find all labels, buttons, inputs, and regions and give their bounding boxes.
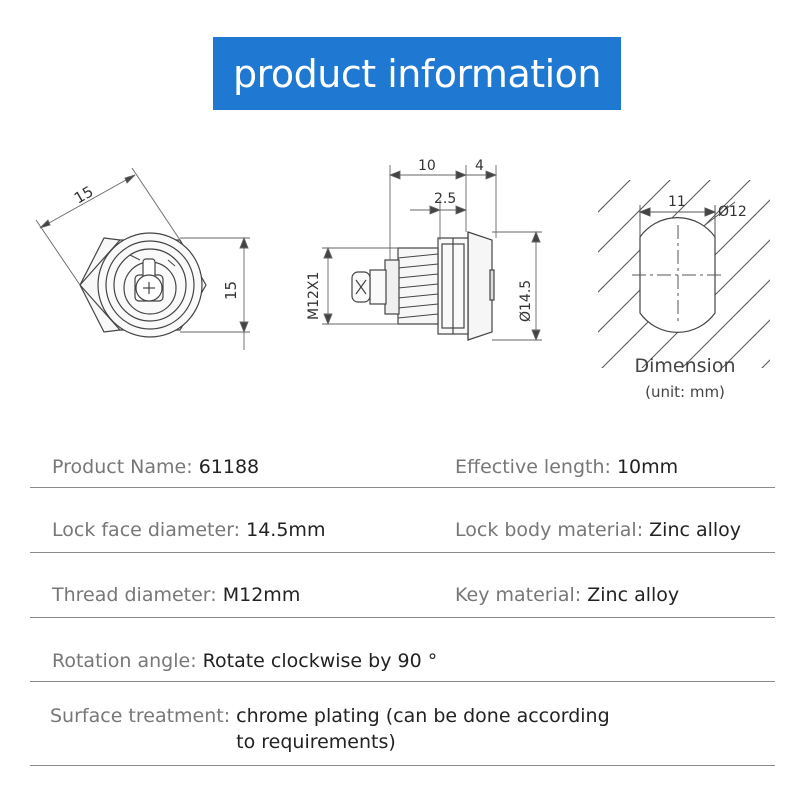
spec-label: Surface treatment: xyxy=(50,705,231,727)
spec-rotation-angle: Rotation angle: Rotate clockwise by 90 ° xyxy=(52,650,437,672)
cutout-diameter-label: Ø12 xyxy=(718,204,747,220)
front-dim-top: 15 xyxy=(71,182,97,207)
spec-lock-face-diameter: Lock face diameter: 14.5mm xyxy=(52,519,325,541)
spec-row-4: Rotation angle: Rotate clockwise by 90 ° xyxy=(30,617,775,682)
unit-caption: (unit: mm) xyxy=(645,383,725,401)
front-dim-right: 15 xyxy=(222,281,240,300)
spec-value: 10mm xyxy=(616,456,679,478)
spec-label: Effective length: xyxy=(455,456,611,478)
bottom-divider xyxy=(30,765,775,766)
spec-product-name: Product Name: 61188 xyxy=(52,456,259,478)
spec-value: Rotate clockwise by 90 ° xyxy=(202,650,438,672)
technical-drawings: 15 15 xyxy=(35,158,770,368)
spec-row-3: Thread diameter: M12mm Key material: Zin… xyxy=(30,552,775,618)
spec-effective-length: Effective length: 10mm xyxy=(455,456,678,478)
spec-thread-diameter: Thread diameter: M12mm xyxy=(52,584,300,606)
lock-face-flange xyxy=(467,231,493,341)
spec-label: Lock face diameter: xyxy=(52,519,241,541)
spec-key-material: Key material: Zinc alloy xyxy=(455,584,679,606)
face-dim-label: Ø14.5 xyxy=(518,280,534,322)
spec-value: 61188 xyxy=(198,456,260,478)
title-banner: product information xyxy=(213,37,621,110)
spec-row-2: Lock face diameter: 14.5mm Lock body mat… xyxy=(30,487,775,553)
spec-surface-treatment: Surface treatment: chrome plating (can b… xyxy=(50,703,656,755)
side-dim-4: 4 xyxy=(475,158,484,174)
thread-lines xyxy=(397,253,439,319)
spec-lock-body-material: Lock body material: Zinc alloy xyxy=(455,519,741,541)
spec-label: Thread diameter: xyxy=(52,584,217,606)
spec-value: 14.5mm xyxy=(246,519,326,541)
side-view xyxy=(322,165,542,342)
spec-value: Zinc alloy xyxy=(587,584,680,606)
dimension-caption: Dimension xyxy=(634,355,736,377)
spec-label: Product Name: xyxy=(52,456,193,478)
cutout-width-label: 11 xyxy=(668,194,686,210)
spec-value-line-1: chrome plating (can be done according xyxy=(236,705,610,727)
spec-value: M12mm xyxy=(222,584,301,606)
side-dim-10: 10 xyxy=(418,158,436,174)
spec-label: Rotation angle: xyxy=(52,650,197,672)
spec-value: chrome plating (can be done according to… xyxy=(236,703,656,755)
spec-label: Lock body material: xyxy=(455,519,644,541)
spec-value: Zinc alloy xyxy=(649,519,742,541)
cam-plate xyxy=(384,259,400,315)
spec-value-line-2: to requirements) xyxy=(236,731,396,753)
front-view xyxy=(35,167,250,350)
banner-title: product information xyxy=(232,51,602,96)
thread-dim-label: M12X1 xyxy=(306,272,322,320)
spec-row-1: Product Name: 61188 Effective length: 10… xyxy=(30,440,775,488)
thread-body xyxy=(397,247,439,325)
side-dim-2-5: 2.5 xyxy=(434,191,456,207)
cutout-view xyxy=(598,180,770,368)
spec-label: Key material: xyxy=(455,584,582,606)
